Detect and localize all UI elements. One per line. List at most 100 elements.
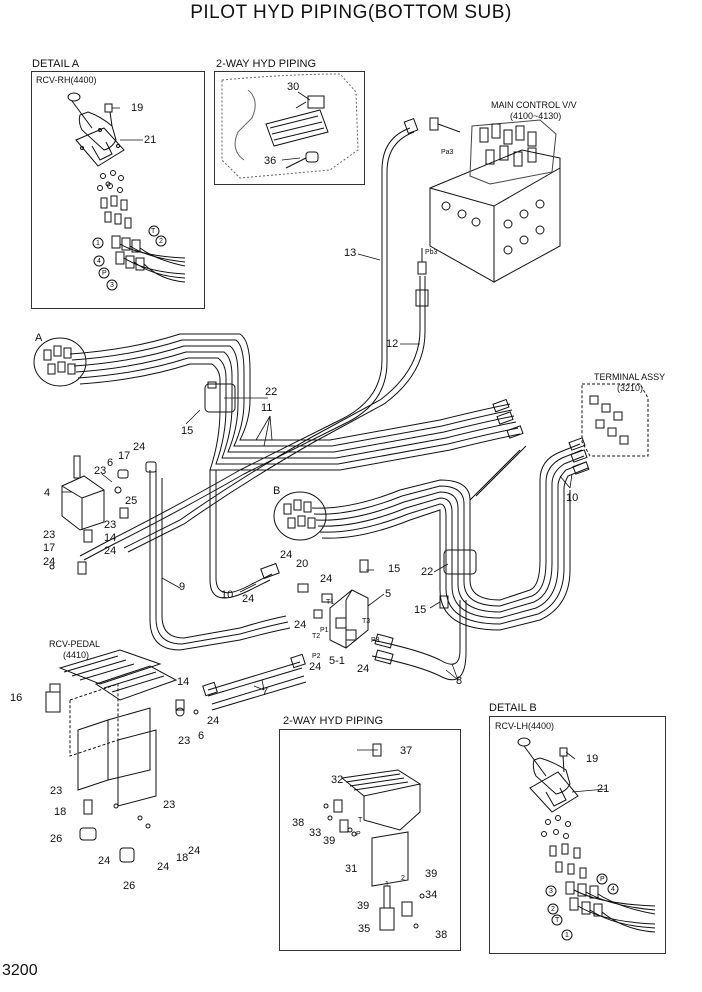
upper-hose-bundle	[69, 333, 521, 471]
port-pa3: Pa3	[441, 149, 454, 156]
callout-15-top: 15	[181, 425, 194, 437]
callout-32: 32	[331, 774, 344, 786]
circle-label-3-b: 3	[549, 888, 553, 895]
callout-39-c: 39	[357, 900, 370, 912]
section-letter-a: A	[35, 332, 43, 344]
page-title: PILOT HYD PIPING(BOTTOM SUB)	[190, 2, 512, 23]
callout-24-hose: 24	[280, 549, 293, 561]
callout-24-top: 24	[133, 441, 146, 453]
hose-10-left	[209, 470, 280, 599]
rcv-pedal-heading: RCV-PEDAL	[49, 639, 101, 649]
callout-16: 16	[10, 692, 23, 704]
section-b-fittings	[273, 491, 327, 541]
circle-label-3-a: 3	[110, 282, 114, 289]
callout-23-top: 23	[94, 465, 107, 477]
rcv-left-valve	[61, 455, 129, 575]
callout-15-right: 15	[414, 604, 427, 616]
callout-36: 36	[264, 155, 277, 167]
hose-8	[371, 600, 467, 681]
port-p2: P2	[312, 653, 321, 660]
circle-label-t-b: T	[555, 917, 560, 924]
circle-label-2-b: 2	[551, 906, 555, 913]
circle-label-t-a: T	[151, 228, 156, 235]
callout-24-low-b: 24	[157, 861, 170, 873]
two-way-bottom-frame	[279, 729, 461, 951]
hose-13	[79, 127, 411, 557]
callout-24-pedal: 24	[207, 715, 220, 727]
detail-b-subtitle: RCV-LH(4400)	[495, 721, 555, 731]
callout-24-p3: 24	[357, 663, 370, 675]
terminal-code: (3210)	[617, 383, 644, 393]
two-way-bottom-pedal	[323, 743, 425, 931]
circle-label-2-a: 2	[159, 238, 163, 245]
callout-39-b: 39	[425, 868, 438, 880]
callout-38-b: 38	[435, 929, 448, 941]
callout-17-left: 17	[43, 542, 56, 554]
hose-13-b	[83, 131, 415, 561]
port-t3: T3	[362, 618, 371, 625]
lower-hose-bundle	[311, 443, 589, 631]
port-p1: P1	[320, 627, 329, 634]
callout-33: 33	[309, 827, 322, 839]
callout-5-1: 5-1	[329, 655, 345, 667]
callout-24-p2: 24	[309, 661, 322, 673]
two-way-top-heading: 2-WAY HYD PIPING	[216, 58, 317, 70]
callout-23-low-a: 23	[50, 785, 63, 797]
hose-9	[145, 461, 291, 651]
rcv-pedal-code: (4410)	[63, 650, 90, 660]
rcv-rh-joystick	[67, 92, 125, 167]
detail-b-heading: DETAIL B	[489, 702, 537, 714]
port-t1: T1	[326, 599, 335, 606]
section-letter-b: B	[273, 485, 281, 497]
callout-11: 11	[261, 402, 273, 414]
callout-22-mid: 22	[421, 566, 434, 578]
callout-24-low-a: 24	[98, 855, 111, 867]
main-control-valve	[417, 117, 561, 283]
hose-7	[202, 653, 307, 711]
callout-18-right: 18	[176, 852, 189, 864]
detail-a-heading: DETAIL A	[32, 58, 80, 70]
callout-24-t2: 24	[294, 619, 307, 631]
leader-lines	[62, 91, 607, 793]
detail-b-fittings	[541, 815, 656, 933]
callout-23-pedal: 23	[178, 735, 191, 747]
callout-21-a: 21	[144, 134, 157, 146]
callout-9: 9	[179, 581, 186, 593]
callout-38-a: 38	[292, 817, 305, 829]
rcv-lh-joystick	[517, 737, 579, 813]
terminal-assy	[492, 383, 649, 475]
port-2-pedal: 2	[401, 875, 405, 882]
callout-22-top: 22	[265, 386, 278, 398]
callout-24-low-c: 24	[188, 845, 201, 857]
detail-a-fittings	[97, 170, 186, 283]
callout-24-mid: 24	[104, 545, 117, 557]
callout-6-top: 6	[107, 457, 114, 469]
callout-14-top: 14	[104, 532, 117, 544]
callout-17: 17	[118, 450, 131, 462]
callout-23-mid: 23	[104, 519, 117, 531]
callout-24-left: 24	[43, 556, 56, 568]
callout-31: 31	[345, 863, 358, 875]
callout-18-left: 18	[54, 806, 67, 818]
callout-24-center-a: 24	[320, 573, 333, 585]
callout-8: 8	[456, 675, 463, 687]
callout-26-left: 26	[50, 833, 63, 845]
section-a-fittings	[33, 337, 87, 387]
page-number: 3200	[2, 962, 38, 979]
detail-b-frame	[489, 716, 666, 954]
callout-19-b: 19	[586, 753, 599, 765]
circle-label-p-a: P	[102, 270, 107, 277]
callout-23-left: 23	[43, 529, 56, 541]
callout-13: 13	[344, 247, 357, 259]
two-way-bottom-heading: 2-WAY HYD PIPING	[283, 715, 384, 727]
circled-port-markers	[49, 181, 619, 941]
callout-6-pedal: 6	[198, 730, 205, 742]
center-block	[297, 559, 449, 649]
detail-a-frame	[31, 71, 205, 309]
circle-label-4-b: 4	[611, 886, 615, 893]
callout-5: 5	[385, 588, 392, 600]
callout-12: 12	[386, 338, 399, 350]
circle-label-4-a: 4	[97, 258, 101, 265]
callout-19-a: 19	[131, 102, 144, 114]
